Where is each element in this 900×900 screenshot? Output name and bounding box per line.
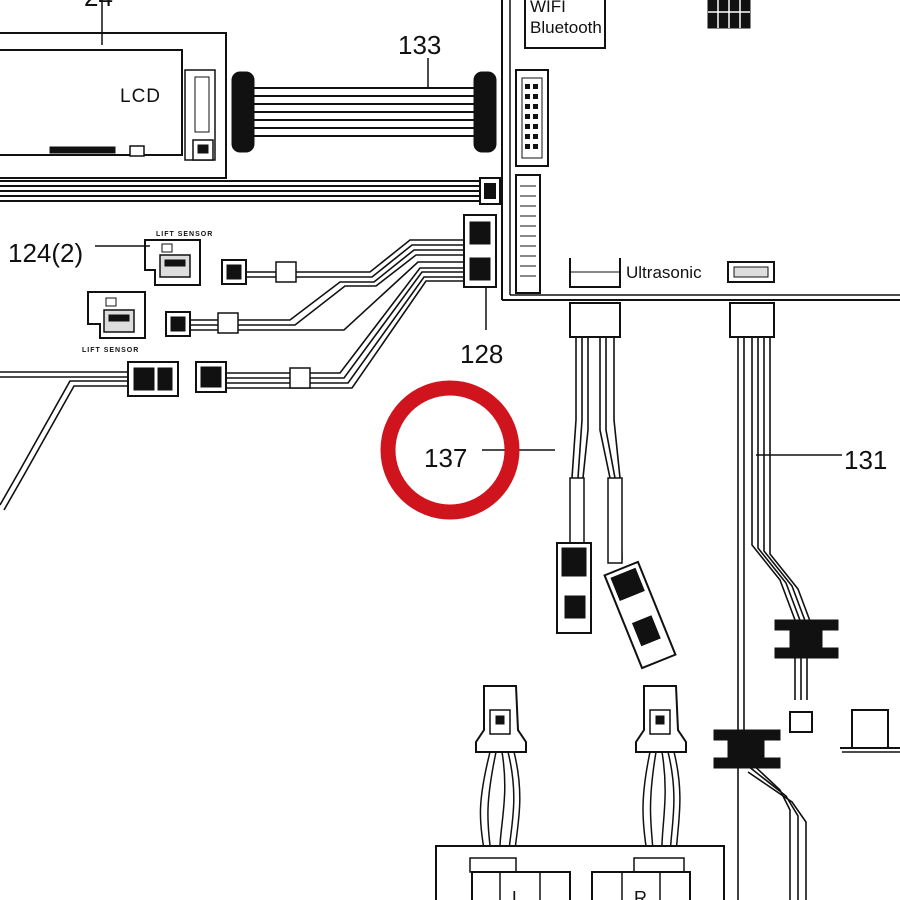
wifi-label-line2: Bluetooth: [530, 18, 602, 37]
bottom-connectors: L R: [435, 685, 725, 900]
left-cable: [0, 361, 179, 511]
wifi-label-line1: WIFI: [530, 0, 566, 16]
lift-sensors-124: LIFT SENSOR 124(2) LIFT SENSOR: [8, 231, 213, 354]
lcd-label: LCD: [120, 86, 161, 107]
harness-131: 131: [713, 302, 900, 900]
sensor-top-label: LIFT SENSOR: [156, 231, 213, 238]
connector-l-label: L: [512, 888, 522, 900]
sensor-bottom-label: LIFT SENSOR: [82, 347, 139, 354]
highlight-ring: [380, 380, 520, 520]
callout-133: 133: [398, 30, 441, 60]
sensor-harness-128: 128: [165, 214, 503, 393]
ribbon-cable-133: 133: [231, 30, 497, 153]
callout-128: 128: [460, 339, 503, 369]
cable-lcd-to-board: [0, 177, 501, 205]
callout-24: 24: [84, 0, 113, 12]
connector-r-label: R: [634, 888, 647, 900]
callout-137: 137: [424, 443, 467, 473]
main-board: WIFI Bluetooth: [501, 0, 900, 301]
callout-131: 131: [844, 445, 887, 475]
ultrasonic-label: Ultrasonic: [626, 263, 702, 282]
ultrasonic-harness-137: 137: [380, 302, 677, 670]
callout-124: 124(2): [8, 238, 83, 268]
lcd-board: 24 LCD: [0, 0, 227, 179]
